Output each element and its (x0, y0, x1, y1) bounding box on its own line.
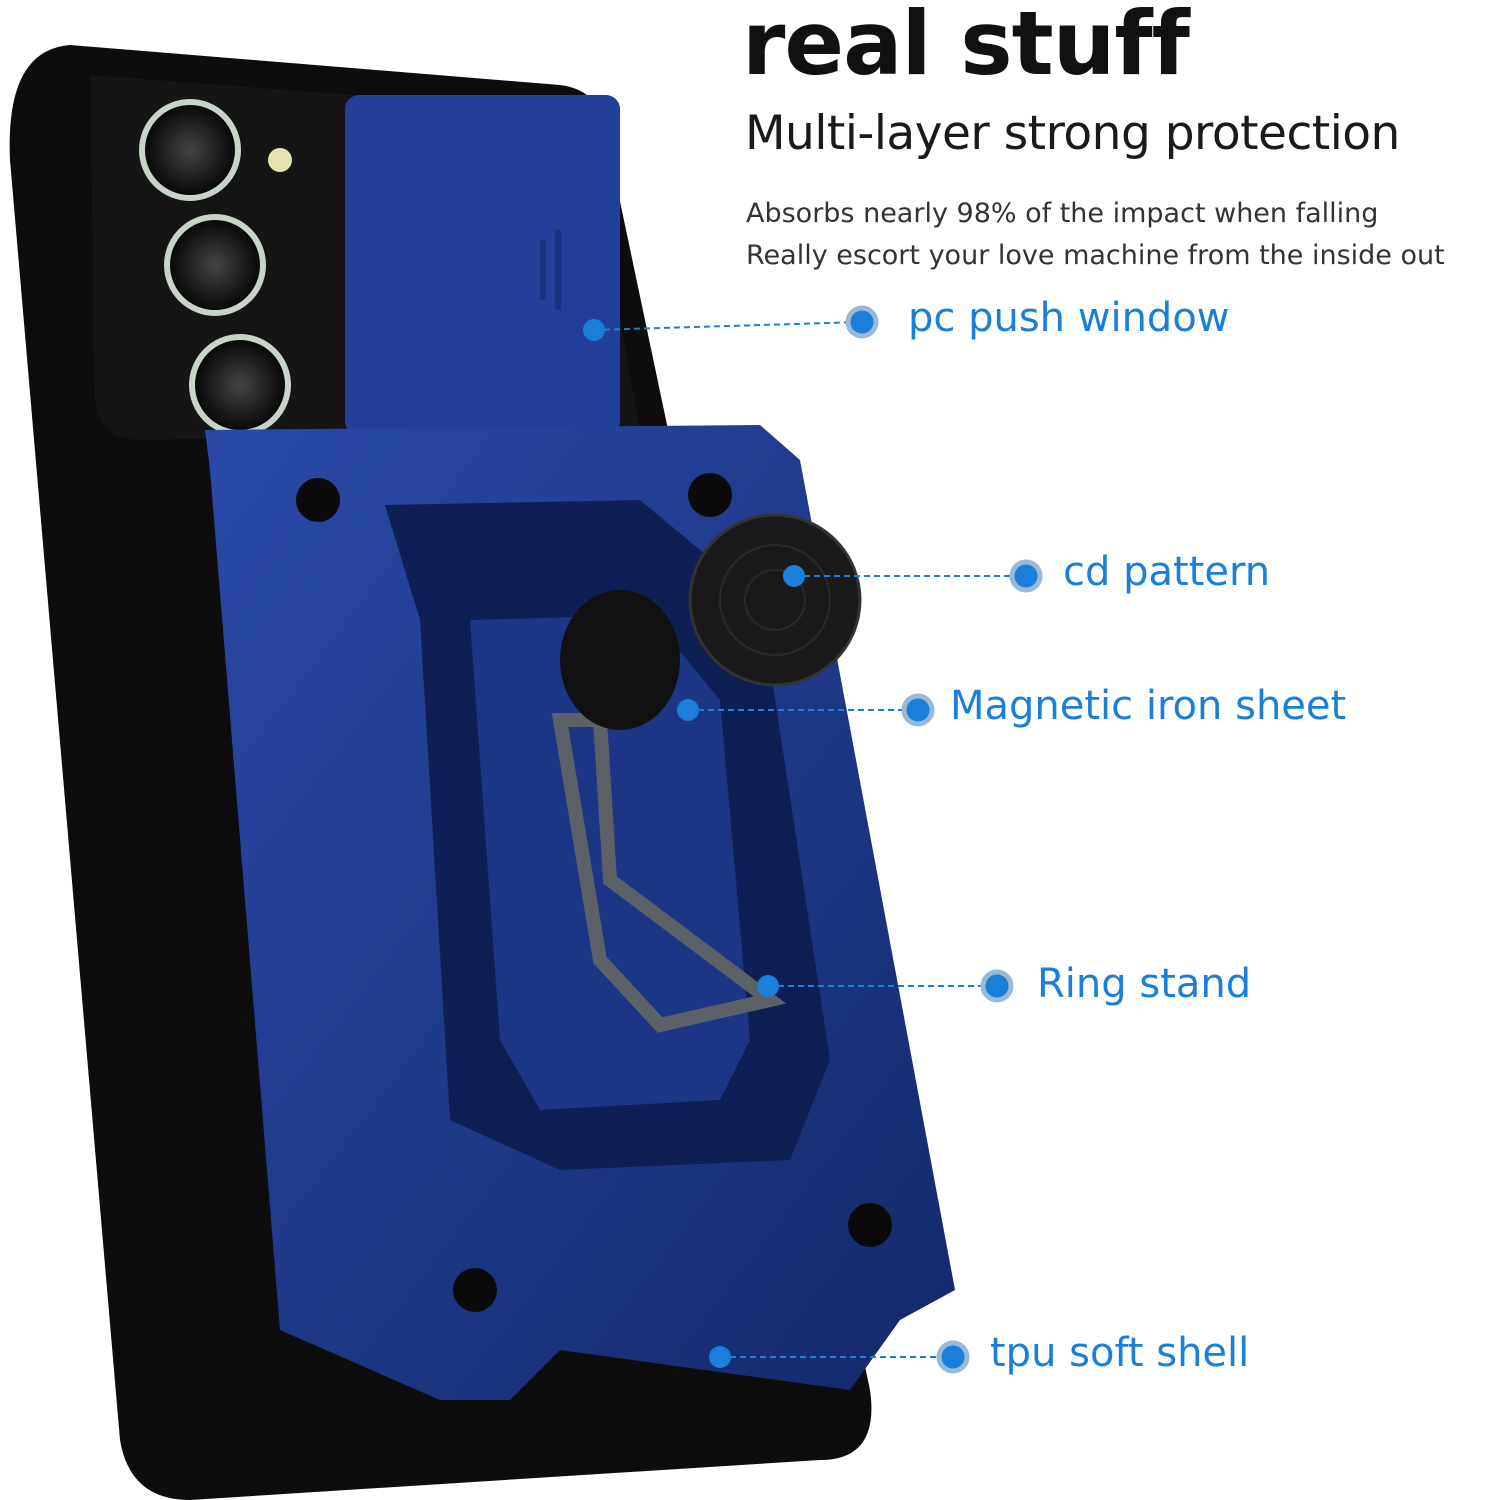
callout-pc-push-window: pc push window (908, 295, 1230, 341)
callout-tpu-soft-shell: tpu soft shell (990, 1330, 1250, 1376)
callout-magnetic-iron-sheet: Magnetic iron sheet (950, 683, 1347, 729)
callout-lines (593, 321, 1026, 1358)
headline: real stuff (742, 0, 1190, 95)
camera-lenses (139, 99, 292, 436)
callout-cd-pattern: cd pattern (1063, 549, 1271, 595)
callout-markers (845, 305, 1043, 1374)
cd-pattern-disc (688, 513, 862, 687)
callout-dots (583, 319, 805, 1368)
subheadline: Multi-layer strong protection (745, 106, 1400, 161)
push-window (345, 95, 620, 435)
description-line-1: Absorbs nearly 98% of the impact when fa… (746, 198, 1379, 229)
callout-ring-stand: Ring stand (1037, 961, 1252, 1007)
description-line-2: Really escort your love machine from the… (746, 240, 1445, 271)
